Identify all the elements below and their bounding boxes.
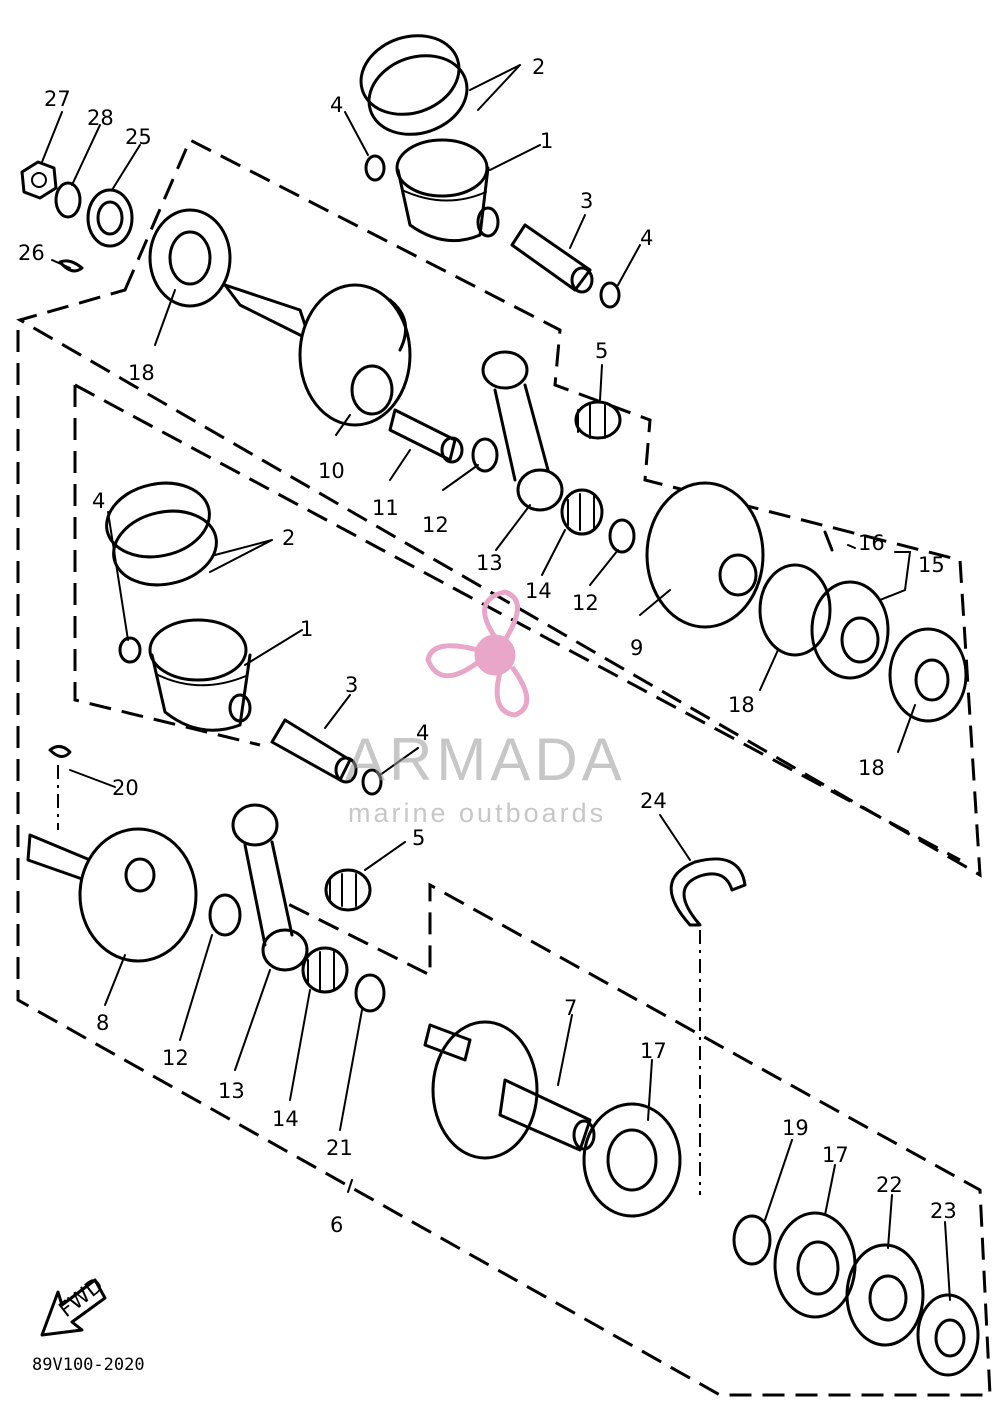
callout-25: 25 <box>125 125 152 149</box>
watermark-brand: ARMADA <box>345 726 626 793</box>
crank-web-center <box>645 481 765 629</box>
callout-3: 3 <box>580 189 593 213</box>
callout-12: 12 <box>572 591 599 615</box>
callout-6: 6 <box>330 1213 343 1237</box>
callout-16: 16 <box>858 531 885 555</box>
callout-20: 20 <box>112 776 139 800</box>
main-bearing-rear <box>773 1211 857 1319</box>
circlip-upper-right <box>599 281 621 309</box>
crank-pin-upper <box>388 408 464 464</box>
thrust-washer-center <box>608 518 636 554</box>
crank-web-lower-right <box>423 1020 596 1160</box>
callout-17: 17 <box>822 1143 849 1167</box>
labyrinth-seal-assembly <box>758 530 890 680</box>
callout-21: 21 <box>326 1136 353 1160</box>
callout-26: 26 <box>18 241 45 265</box>
callout-9: 9 <box>630 636 643 660</box>
callout-13: 13 <box>476 551 503 575</box>
thrust-washer-upper <box>471 437 499 473</box>
callout-1: 1 <box>300 617 313 641</box>
propeller-logo-icon <box>425 589 530 718</box>
callout-4: 4 <box>416 721 429 745</box>
callout-12: 12 <box>422 513 449 537</box>
leader-lines <box>41 64 951 1301</box>
callout-5: 5 <box>595 339 608 363</box>
callout-17: 17 <box>640 1039 667 1063</box>
callout-8: 8 <box>96 1011 109 1035</box>
fwd-arrow-icon: FWD <box>40 1273 108 1337</box>
callout-28: 28 <box>87 106 114 130</box>
piston-ring-upper <box>359 34 469 136</box>
crankshaft-taper-upper <box>223 283 312 342</box>
callout-10: 10 <box>318 459 345 483</box>
callout-4: 4 <box>640 226 653 250</box>
callout-5: 5 <box>412 826 425 850</box>
woodruff-key-lower <box>48 745 72 758</box>
callout-14: 14 <box>525 579 552 603</box>
connecting-rod-upper <box>481 350 564 512</box>
drive-gear <box>916 1293 980 1377</box>
piston-ring-lower <box>105 481 218 587</box>
callout-27: 27 <box>44 87 71 111</box>
watermark-tagline: marine outboards <box>348 798 606 828</box>
callout-19: 19 <box>782 1116 809 1140</box>
oil-seal-rear <box>845 1243 925 1347</box>
bearing-retaining-ring <box>669 857 747 927</box>
callout-24: 24 <box>640 789 667 813</box>
callout-13: 13 <box>218 1079 245 1103</box>
piston-lower <box>148 618 252 732</box>
circlip-upper-left <box>364 154 386 182</box>
callout-22: 22 <box>876 1173 903 1197</box>
crankshaft-spline-left <box>26 833 92 882</box>
small-end-bearing-lower <box>324 868 372 912</box>
callout-2: 2 <box>532 55 545 79</box>
piston-upper <box>395 138 500 243</box>
callout-1: 1 <box>540 129 553 153</box>
callout-14: 14 <box>272 1107 299 1131</box>
bearing-center-right <box>888 627 968 723</box>
callout-7: 7 <box>564 996 577 1020</box>
circlip-lower-right <box>361 768 383 796</box>
callout-4: 4 <box>330 93 343 117</box>
connecting-rod-lower <box>231 803 309 972</box>
callout-labels: 2 4 1 3 4 27 28 25 26 18 5 10 11 12 13 1… <box>18 55 957 1237</box>
callout-3: 3 <box>345 673 358 697</box>
crank-web-lower-left <box>78 827 198 963</box>
circlip-lower-left <box>118 636 142 664</box>
callout-11: 11 <box>372 496 399 520</box>
armada-watermark: ARMADA marine outboards <box>345 589 626 828</box>
lock-washer <box>54 181 82 219</box>
callout-4: 4 <box>92 489 105 513</box>
crank-web-upper <box>298 283 412 427</box>
bearing-upper-left <box>148 208 232 308</box>
thrust-washer-lower <box>354 973 386 1013</box>
callout-18: 18 <box>728 693 755 717</box>
big-end-bearing-lower <box>301 946 349 994</box>
callout-23: 23 <box>930 1199 957 1223</box>
callout-15: 15 <box>918 553 945 577</box>
main-bearing-lower <box>582 1102 682 1218</box>
crankshaft-nut <box>20 160 58 200</box>
upper-assembly-outline <box>16 137 982 878</box>
callout-2: 2 <box>282 526 295 550</box>
callout-12: 12 <box>162 1046 189 1070</box>
big-end-bearing-upper <box>560 488 604 536</box>
woodruff-key-upper <box>58 259 84 273</box>
small-end-bearing-upper <box>574 400 622 440</box>
lower-assembly-outline <box>16 330 992 1397</box>
piston-pin-lower <box>270 718 358 784</box>
thrust-washer-rear <box>732 1214 772 1266</box>
callout-18: 18 <box>858 756 885 780</box>
thrust-washer-lower-left <box>208 893 242 937</box>
collar-upper <box>86 188 134 248</box>
piston-pin-upper <box>510 223 594 294</box>
diagram-code: 89V100-2020 <box>32 1355 145 1375</box>
callout-18: 18 <box>128 361 155 385</box>
